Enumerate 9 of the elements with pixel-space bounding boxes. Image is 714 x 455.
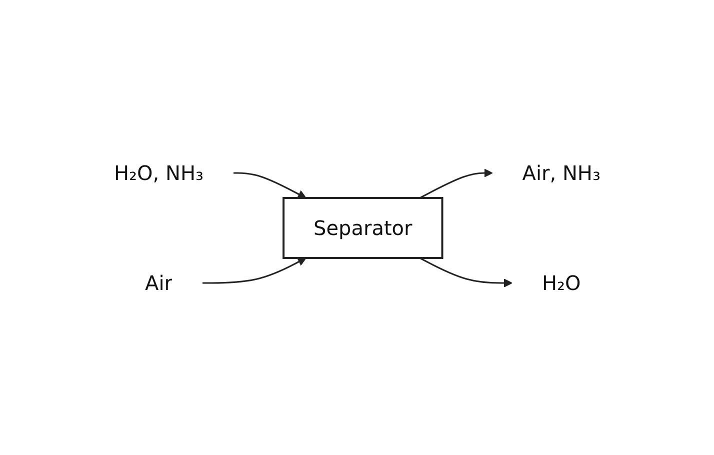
node-box: Separator [282, 196, 444, 258]
arrow [419, 256, 512, 287]
arrow [202, 257, 306, 284]
node-text: Air, NH₃ [522, 160, 600, 184]
node-text: Air [144, 270, 172, 294]
arrow [419, 168, 492, 198]
node-text: H₂O [542, 270, 581, 294]
node-text: H₂O, NH₃ [114, 160, 204, 184]
arrow [233, 172, 306, 198]
